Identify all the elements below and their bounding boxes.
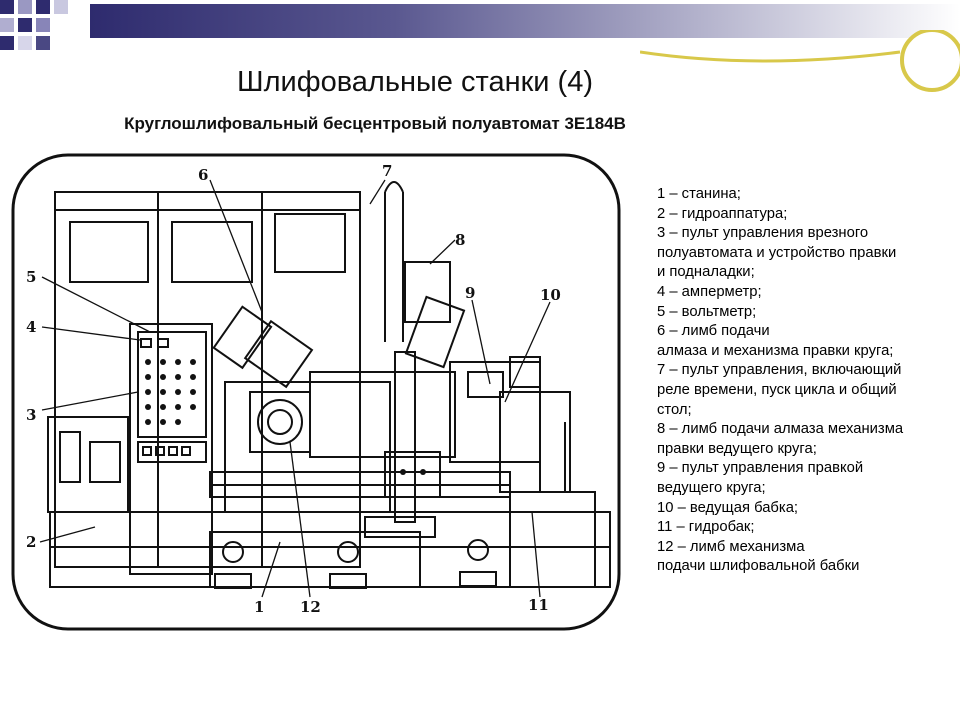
callout-6: 6 xyxy=(198,166,208,184)
callout-1: 1 xyxy=(254,598,264,616)
callout-10: 10 xyxy=(540,286,561,304)
legend-line: ведущего круга; xyxy=(657,479,766,496)
callout-4: 4 xyxy=(26,318,36,336)
slide-subtitle: Круглошлифовальный бесцентровый полуавто… xyxy=(124,114,626,133)
legend-line: 7 – пульт управления, включающий xyxy=(657,362,902,379)
legend-line: 6 – лимб подачи xyxy=(657,323,770,340)
legend-line: 3 – пульт управления врезного xyxy=(657,225,869,242)
callout-7: 7 xyxy=(382,162,392,180)
legend-line: 11 – гидробак; xyxy=(657,519,755,536)
legend-line: 2 – гидроаппатура; xyxy=(657,205,788,222)
legend-line: подачи шлифовальной бабки xyxy=(657,558,860,575)
legend-line: 1 – станина; xyxy=(657,186,741,202)
legend-line: 10 – ведущая бабка; xyxy=(657,499,799,516)
legend-line: полуавтомата и устройство правки xyxy=(657,244,897,261)
callout-12: 12 xyxy=(300,598,321,616)
callout-9: 9 xyxy=(465,284,475,302)
legend-line: реле времени, пуск цикла и общий xyxy=(657,381,897,398)
legend-line: 9 – пульт управления правкой xyxy=(657,460,864,477)
header-decoration xyxy=(0,0,960,50)
legend-line: алмаза и механизма правки круга; xyxy=(657,342,894,359)
machine-diagram: 1 2 3 4 5 6 7 8 9 10 11 12 xyxy=(11,153,621,631)
page-tab-decoration xyxy=(640,30,960,92)
legend-line: 4 – амперметр; xyxy=(657,283,762,300)
callout-3: 3 xyxy=(26,406,36,424)
callout-8: 8 xyxy=(455,231,465,249)
slide-title: Шлифовальные станки (4) xyxy=(237,66,593,98)
legend-line: правки ведущего круга; xyxy=(657,440,817,457)
legend: 1 – станина; 2 – гидроаппатура; 3 – пуль… xyxy=(657,185,957,577)
legend-line: 12 – лимб механизма xyxy=(657,538,805,555)
callout-2: 2 xyxy=(26,533,36,551)
callout-11: 11 xyxy=(528,596,549,614)
callout-5: 5 xyxy=(26,268,36,286)
legend-line: 8 – лимб подачи алмаза механизма xyxy=(657,421,904,438)
legend-line: и подналадки; xyxy=(657,264,755,281)
legend-line: стол; xyxy=(657,401,692,418)
legend-line: 5 – вольтметр; xyxy=(657,303,757,320)
